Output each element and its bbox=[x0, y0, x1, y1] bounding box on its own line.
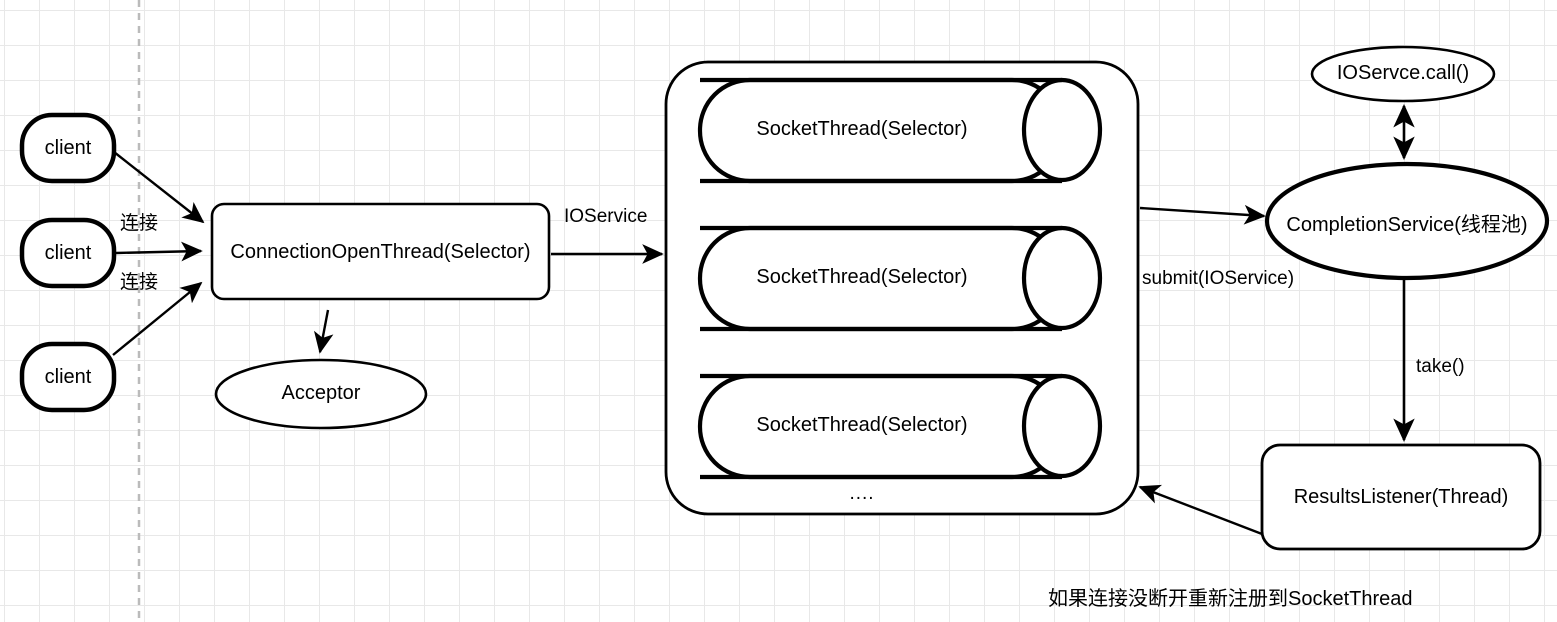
socket-thread-node-2[interactable] bbox=[697, 225, 1103, 332]
completion-service-node[interactable] bbox=[1264, 161, 1550, 281]
acceptor-node[interactable] bbox=[214, 358, 428, 430]
edge-client1-to-connectionopenthread bbox=[113, 151, 205, 224]
results-listener-node[interactable] bbox=[1260, 443, 1542, 551]
connection-open-thread-node[interactable] bbox=[210, 202, 551, 301]
edge-threadpool-to-completionservice bbox=[1139, 204, 1266, 225]
edge-client2-to-connectionopenthread bbox=[115, 241, 203, 262]
socket-thread-node-3[interactable] bbox=[697, 373, 1103, 480]
edge-connectionopenthread-to-acceptor bbox=[313, 309, 334, 354]
client-node-2[interactable] bbox=[19, 217, 117, 289]
io-service-call-node[interactable] bbox=[1310, 45, 1496, 103]
client-node-3[interactable] bbox=[19, 341, 117, 413]
edge-resultslistener-to-threadpool bbox=[1138, 484, 1263, 536]
edge-client3-to-connectionopenthread bbox=[112, 281, 203, 356]
socket-thread-node-1[interactable] bbox=[697, 77, 1103, 184]
client-node-1[interactable] bbox=[19, 112, 117, 184]
